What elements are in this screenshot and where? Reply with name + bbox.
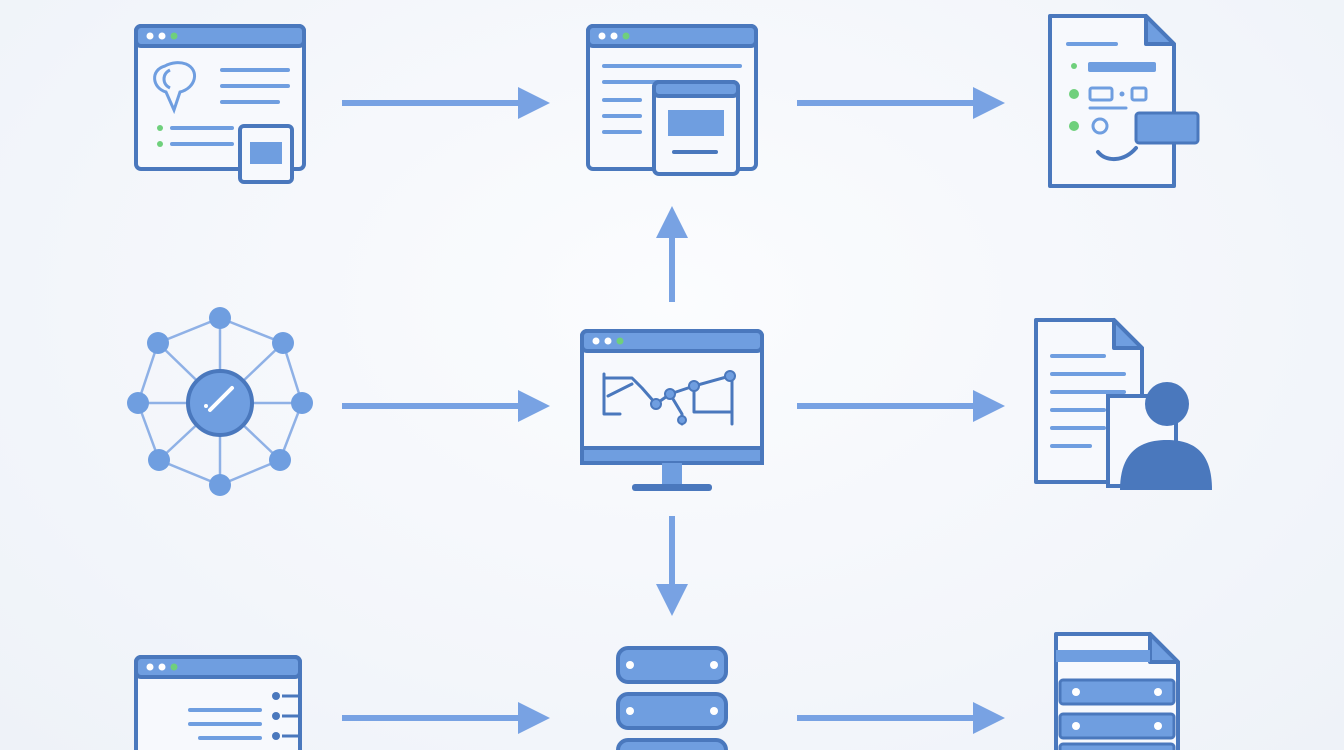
database-server-icon (616, 646, 728, 750)
browser-window-profile-icon (134, 24, 306, 184)
arrow-browser-list-to-database (342, 702, 550, 734)
network-hub-icon (127, 307, 313, 496)
arrow-monitor-chart-to-browser-dialog (656, 206, 688, 302)
monitor-line-chart-icon (580, 329, 764, 491)
arrow-database-to-document-server (797, 702, 1005, 734)
document-user-icon (1034, 318, 1212, 490)
arrow-browser-profile-to-browser-dialog (342, 87, 550, 119)
browser-window-dialog-icon (586, 24, 758, 176)
arrow-network-to-monitor-chart (342, 390, 550, 422)
arrow-browser-dialog-to-document-form (797, 87, 1005, 119)
arrow-monitor-chart-to-document-user (797, 390, 1005, 422)
connection-arrows (342, 87, 1005, 734)
arrow-monitor-chart-to-database (656, 516, 688, 616)
document-server-icon (1054, 632, 1180, 750)
browser-window-list-icon (134, 655, 302, 750)
document-form-icon (1048, 14, 1200, 188)
